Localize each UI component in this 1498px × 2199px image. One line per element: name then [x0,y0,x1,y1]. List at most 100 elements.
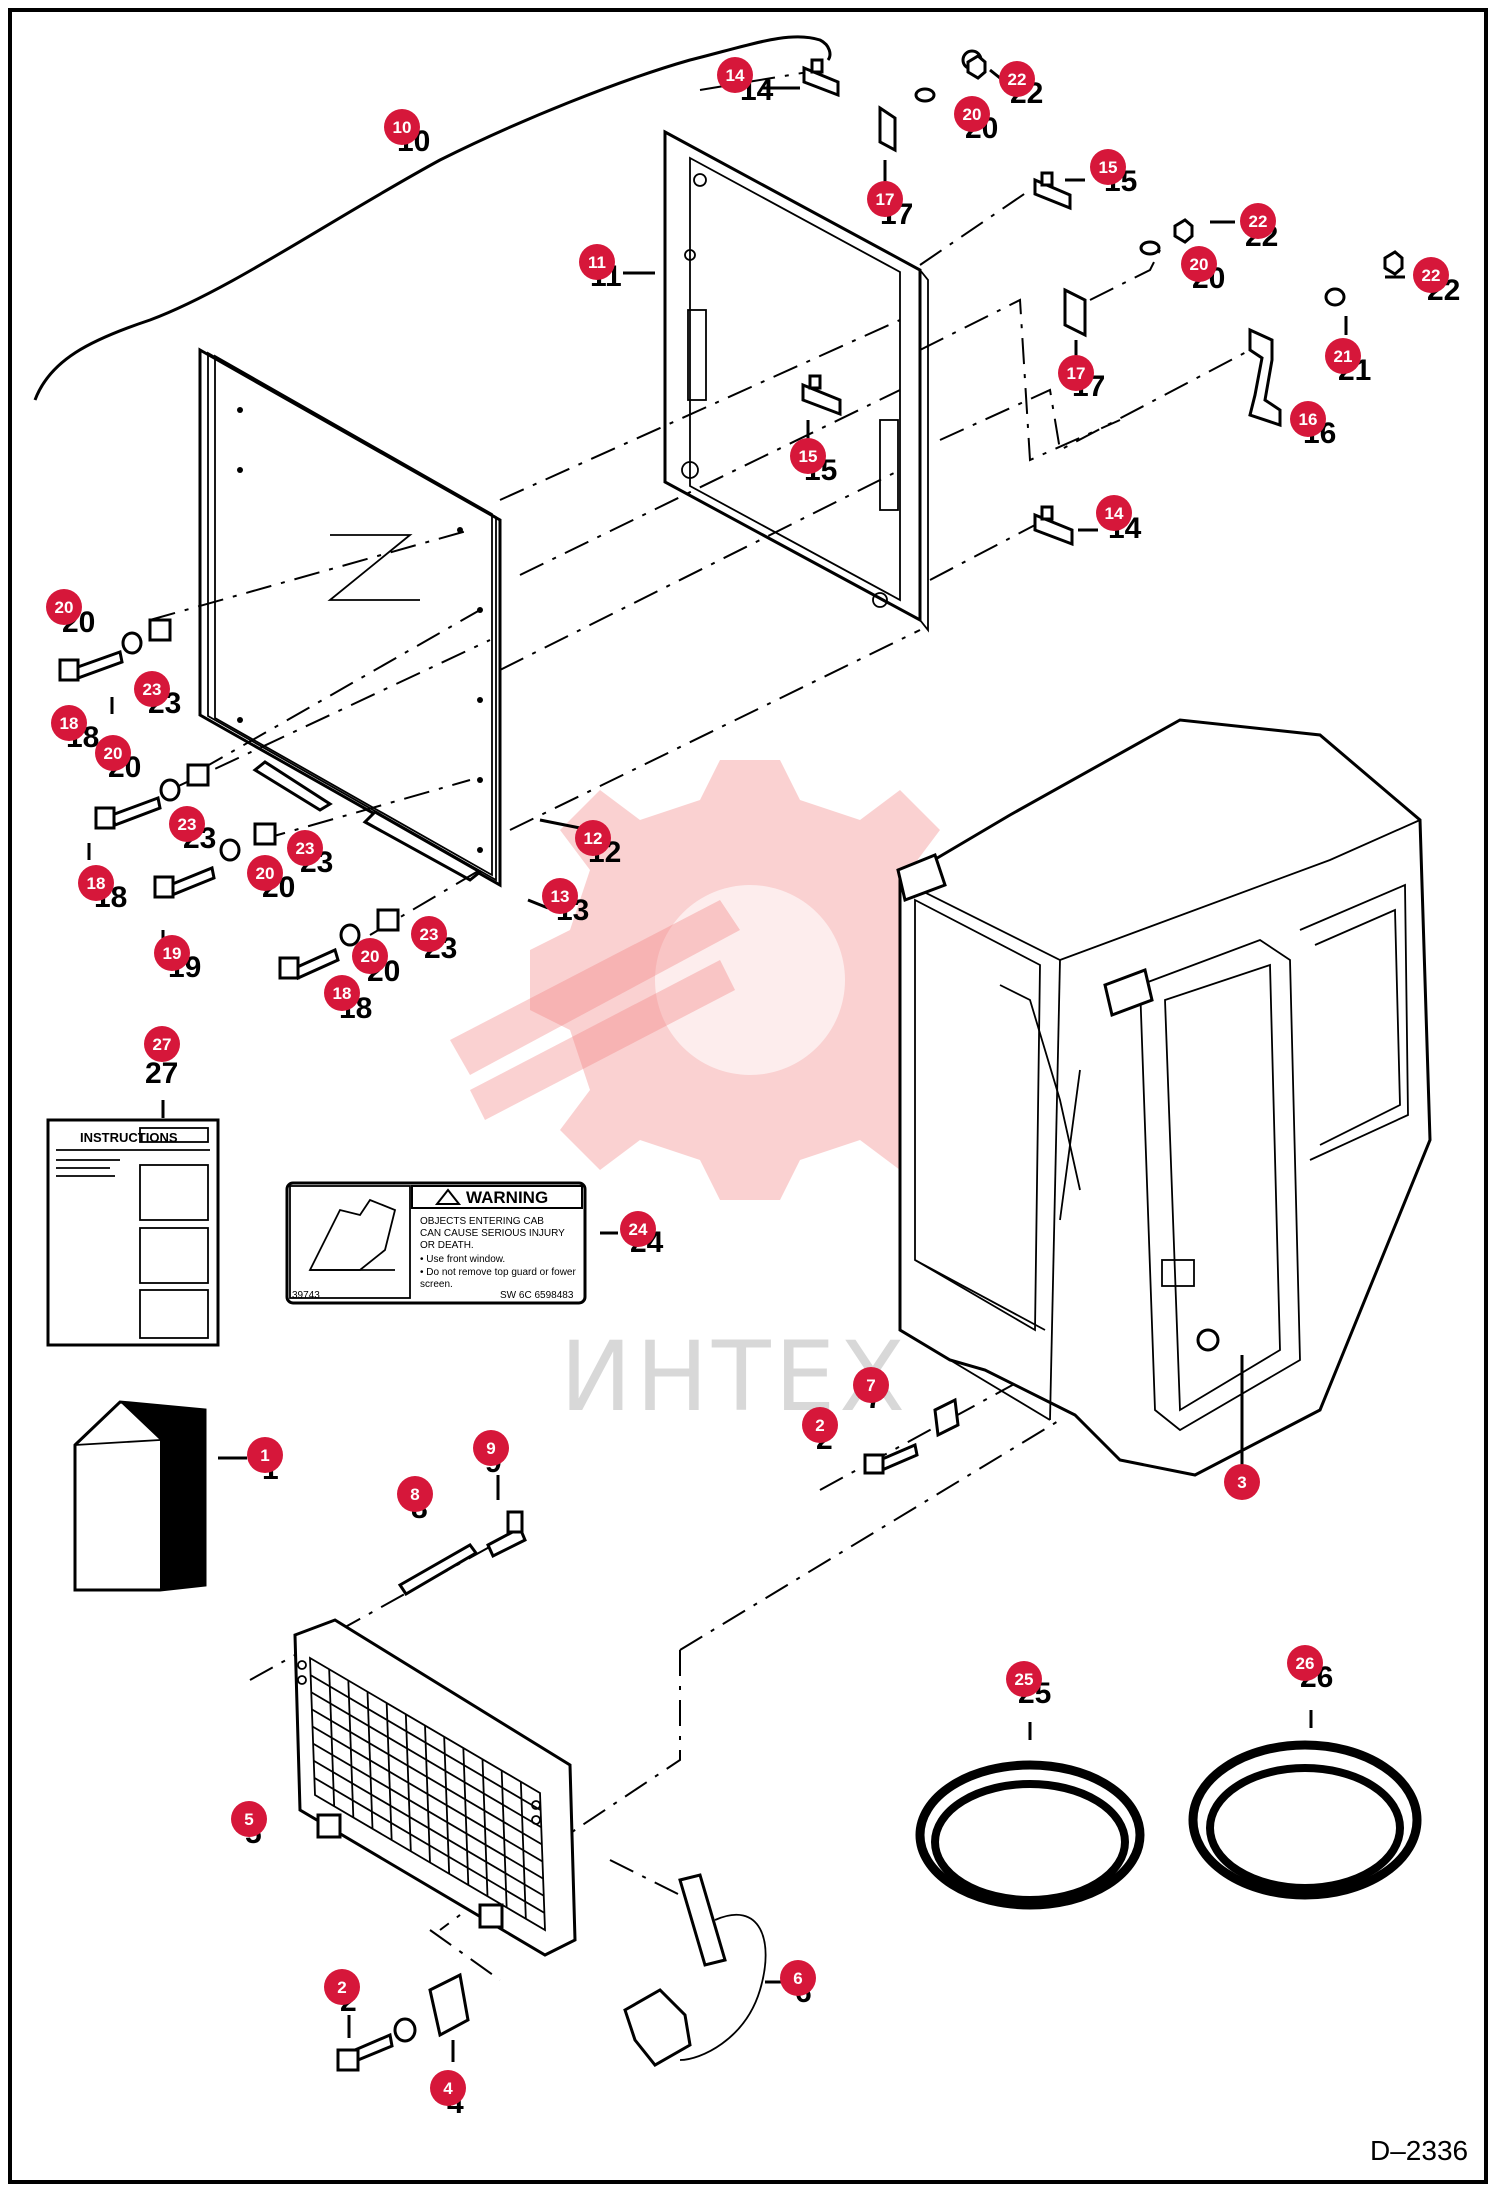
callout-20[interactable]: 20 [954,96,990,132]
callout-13[interactable]: 13 [542,878,578,914]
part-15-hinge-right [1033,171,1072,211]
callout-circle[interactable] [231,1801,267,1837]
callout-27[interactable]: 27 [144,1026,180,1062]
callout-circle[interactable] [1290,401,1326,437]
callout-3[interactable]: 3 [1224,1464,1260,1500]
callout-23[interactable]: 23 [134,671,170,707]
callout-circle[interactable] [1006,1661,1042,1697]
callout-circle[interactable] [352,938,388,974]
callout-circle[interactable] [78,865,114,901]
part-6-lock-pin [623,1873,783,2067]
callout-circle[interactable] [51,705,87,741]
callout-17[interactable]: 17 [1058,355,1094,391]
callout-circle[interactable] [154,935,190,971]
callout-label: 23 [296,839,315,858]
callout-8[interactable]: 8 [397,1476,433,1512]
callout-1[interactable]: 1 [247,1437,283,1473]
callout-18[interactable]: 18 [324,975,360,1011]
callout-circle[interactable] [473,1430,509,1466]
callout-label: 3 [1237,1473,1246,1492]
callout-circle[interactable] [717,57,753,93]
callout-16[interactable]: 16 [1290,401,1326,437]
callout-circle[interactable] [1240,203,1276,239]
callout-circle[interactable] [287,830,323,866]
callout-20[interactable]: 20 [95,735,131,771]
callout-20[interactable]: 20 [46,589,82,625]
callout-circle[interactable] [144,1026,180,1062]
callout-circle[interactable] [1413,257,1449,293]
callout-circle[interactable] [853,1367,889,1403]
callout-17[interactable]: 17 [867,181,903,217]
callout-circle[interactable] [790,438,826,474]
callout-2[interactable]: 2 [324,1969,360,2005]
callout-4[interactable]: 4 [430,2070,466,2106]
figure-id: D–2336 [1370,2135,1468,2166]
callout-6[interactable]: 6 [780,1960,816,1996]
callout-11[interactable]: 11 [579,244,615,280]
callout-label: 12 [584,829,603,848]
callout-circle[interactable] [247,1437,283,1473]
grid-line-horizontal [313,1777,545,1914]
callout-circle[interactable] [954,96,990,132]
callout-21[interactable]: 21 [1325,338,1361,374]
callout-label: 23 [178,815,197,834]
callout-18[interactable]: 18 [78,865,114,901]
part-2-bolt-bottom [336,2015,417,2072]
callout-15[interactable]: 15 [1090,149,1126,185]
callout-12[interactable]: 12 [575,820,611,856]
callout-22[interactable]: 22 [1240,203,1276,239]
callout-circle[interactable] [1090,149,1126,185]
callout-circle[interactable] [384,109,420,145]
callout-26[interactable]: 26 [1287,1645,1323,1681]
grid-line-horizontal [312,1742,544,1880]
callout-circle[interactable] [134,671,170,707]
callout-circle[interactable] [1058,355,1094,391]
callout-20[interactable]: 20 [247,855,283,891]
callout-24[interactable]: 24 [620,1211,656,1247]
callout-circle[interactable] [247,855,283,891]
part-2-bolt-cab [878,1442,919,1473]
callout-circle[interactable] [1096,495,1132,531]
callout-15[interactable]: 15 [790,438,826,474]
callout-circle[interactable] [430,2070,466,2106]
callout-9[interactable]: 9 [473,1430,509,1466]
callout-circle[interactable] [1325,338,1361,374]
callout-circle[interactable] [169,806,205,842]
callout-circle[interactable] [867,181,903,217]
callout-circle[interactable] [542,878,578,914]
callout-circle[interactable] [46,589,82,625]
callout-22[interactable]: 22 [999,61,1035,97]
callout-23[interactable]: 23 [411,916,447,952]
callout-22[interactable]: 22 [1413,257,1449,293]
callout-20[interactable]: 20 [352,938,388,974]
callout-circle[interactable] [1224,1464,1260,1500]
callout-7[interactable]: 7 [853,1367,889,1403]
callout-circle[interactable] [575,820,611,856]
callout-25[interactable]: 25 [1006,1661,1042,1697]
callout-circle[interactable] [1181,246,1217,282]
callout-18[interactable]: 18 [51,705,87,741]
callout-19[interactable]: 19 [154,935,190,971]
callout-circle[interactable] [411,916,447,952]
callout-circle[interactable] [780,1960,816,1996]
callout-2[interactable]: 2 [802,1407,838,1443]
callout-circle[interactable] [1287,1645,1323,1681]
callout-circle[interactable] [999,61,1035,97]
callout-20[interactable]: 20 [1181,246,1217,282]
callout-10[interactable]: 10 [384,109,420,145]
callout-23[interactable]: 23 [287,830,323,866]
callout-label: 15 [1099,158,1118,177]
part-1-manual [73,1400,247,1592]
callout-14[interactable]: 14 [1096,495,1132,531]
callout-circle[interactable] [620,1211,656,1247]
callout-circle[interactable] [802,1407,838,1443]
callout-circle[interactable] [324,1969,360,2005]
callout-23[interactable]: 23 [169,806,205,842]
callout-circle[interactable] [324,975,360,1011]
callout-circle[interactable] [95,735,131,771]
callout-label: 18 [60,714,79,733]
callout-circle[interactable] [397,1476,433,1512]
callout-5[interactable]: 5 [231,1801,267,1837]
callout-14[interactable]: 14 [717,57,753,93]
callout-circle[interactable] [579,244,615,280]
